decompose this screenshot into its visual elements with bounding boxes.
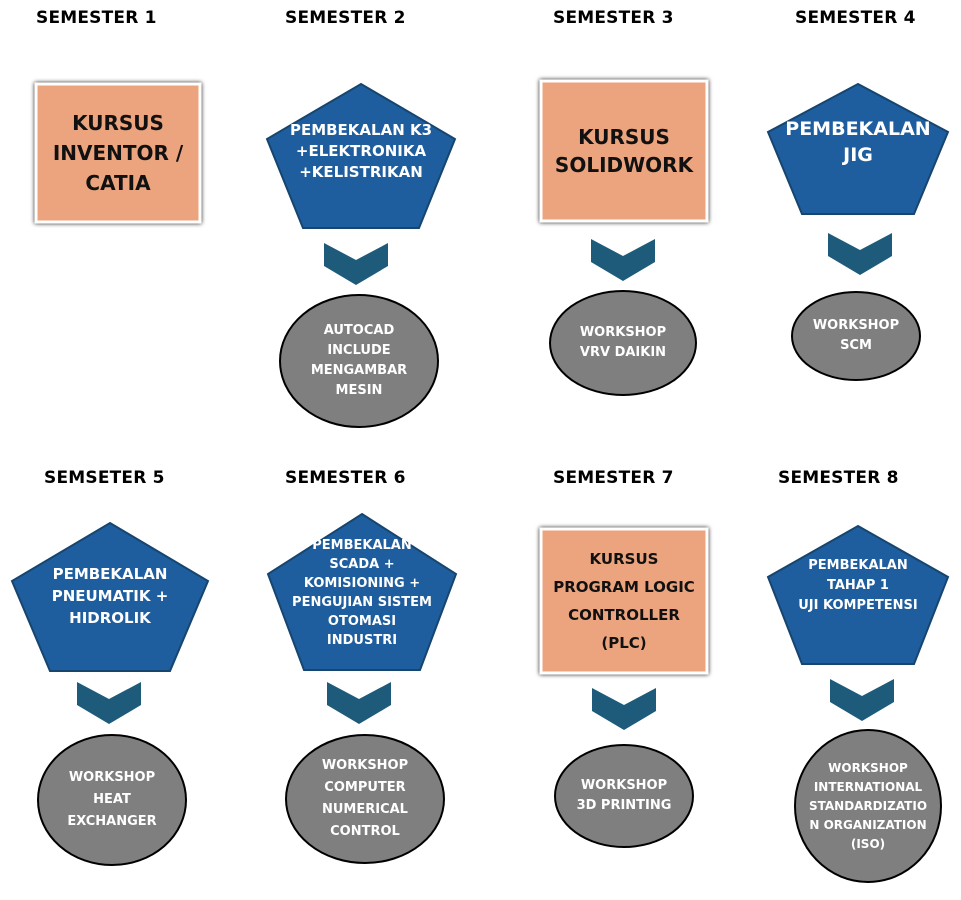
semester-1-course-box: KURSUS INVENTOR / CATIA <box>34 82 202 224</box>
semester-7-heading: SEMESTER 7 <box>553 468 674 488</box>
semester-2-briefing-pentagon: PEMBEKALAN K3 +ELEKTRONIKA +KELISTRIKAN <box>264 81 458 231</box>
workshop-oval-shape <box>285 734 445 864</box>
semester-7-workshop-oval: WORKSHOP 3D PRINTING <box>553 743 695 849</box>
semester-3-workshop-label: WORKSHOP VRV DAIKIN <box>579 325 667 360</box>
semester-1-heading: SEMESTER 1 <box>36 8 157 28</box>
semester-6-workshop-label: WORKSHOP COMPUTER NUMERICAL CONTROL <box>321 758 409 839</box>
semester-8-chevron-down-icon <box>830 679 894 721</box>
workshop-oval-shape <box>554 744 694 848</box>
workshop-oval-shape <box>37 734 187 866</box>
semester-3-course-label: KURSUS SOLIDWORK <box>554 125 694 177</box>
semester-8-heading: SEMESTER 8 <box>778 468 899 488</box>
semester-5-briefing-pentagon: PEMBEKALAN PNEUMATIK + HIDROLIK <box>9 520 211 674</box>
workshop-oval-shape <box>279 294 439 428</box>
course-box-shape <box>539 527 709 675</box>
briefing-pentagon-shape <box>266 512 458 671</box>
semester-4-chevron-down-icon <box>828 233 892 275</box>
workshop-oval-shape <box>794 729 942 883</box>
semester-2-chevron-down-icon <box>324 243 388 285</box>
semester-5-briefing-label: PEMBEKALAN PNEUMATIK + HIDROLIK <box>51 565 169 627</box>
semester-7-chevron-down-icon <box>592 688 656 730</box>
workshop-oval-shape <box>791 291 921 381</box>
semester-4-briefing-pentagon: PEMBEKALAN JIG <box>765 81 951 217</box>
semester-2-heading: SEMESTER 2 <box>285 8 406 28</box>
semester-3-chevron-down-icon <box>591 239 655 281</box>
semester-5-chevron-down-icon <box>77 682 141 724</box>
briefing-pentagon-shape <box>265 82 457 229</box>
semester-7-workshop-label: WORKSHOP 3D PRINTING <box>576 778 672 813</box>
semester-7-course-box: KURSUS PROGRAM LOGIC CONTROLLER (PLC) <box>539 527 709 675</box>
semester-2-briefing-label: PEMBEKALAN K3 +ELEKTRONIKA +KELISTRIKAN <box>289 120 433 181</box>
semester-6-briefing-pentagon: PEMBEKALAN SCADA + KOMISIONING + PENGUJI… <box>265 511 459 673</box>
semester-6-briefing-label: PEMBEKALAN SCADA + KOMISIONING + PENGUJI… <box>292 538 432 648</box>
briefing-pentagon-shape <box>10 521 210 672</box>
semester-2-workshop-oval: AUTOCAD INCLUDE MENGAMBAR MESIN <box>278 293 440 429</box>
semester-5-workshop-oval: WORKSHOP HEAT EXCHANGER <box>36 733 188 867</box>
semester-4-workshop-label: WORKSHOP SCM <box>812 318 900 353</box>
semester-5-heading: SEMSETER 5 <box>44 468 165 488</box>
briefing-pentagon-shape <box>766 524 950 665</box>
semester-7-course-label: KURSUS PROGRAM LOGIC CONTROLLER (PLC) <box>553 550 695 652</box>
semester-6-workshop-oval: WORKSHOP COMPUTER NUMERICAL CONTROL <box>284 733 446 865</box>
semester-6-heading: SEMESTER 6 <box>285 468 406 488</box>
semester-4-briefing-label: PEMBEKALAN JIG <box>785 118 931 166</box>
semester-3-workshop-oval: WORKSHOP VRV DAIKIN <box>548 289 698 397</box>
semester-3-course-box: KURSUS SOLIDWORK <box>539 79 709 223</box>
semester-8-workshop-oval: WORKSHOP INTERNATIONAL STANDARDIZATIO N … <box>793 728 943 884</box>
briefing-pentagon-shape <box>766 82 950 215</box>
course-box-shape <box>34 82 202 224</box>
semester-6-chevron-down-icon <box>327 682 391 724</box>
semester-8-briefing-label: PEMBEKALAN TAHAP 1 UJI KOMPETENSI <box>798 558 918 613</box>
semester-2-workshop-label: AUTOCAD INCLUDE MENGAMBAR MESIN <box>310 323 408 398</box>
semester-8-workshop-label: WORKSHOP INTERNATIONAL STANDARDIZATIO N … <box>808 760 928 851</box>
semester-4-workshop-oval: WORKSHOP SCM <box>790 290 922 382</box>
course-box-shape <box>539 79 709 223</box>
semester-8-briefing-pentagon: PEMBEKALAN TAHAP 1 UJI KOMPETENSI <box>765 523 951 667</box>
semester-4-heading: SEMESTER 4 <box>795 8 916 28</box>
semester-5-workshop-label: WORKSHOP HEAT EXCHANGER <box>67 770 157 829</box>
semester-1-course-label: KURSUS INVENTOR / CATIA <box>52 111 184 195</box>
semester-3-heading: SEMESTER 3 <box>553 8 674 28</box>
workshop-oval-shape <box>549 290 697 396</box>
